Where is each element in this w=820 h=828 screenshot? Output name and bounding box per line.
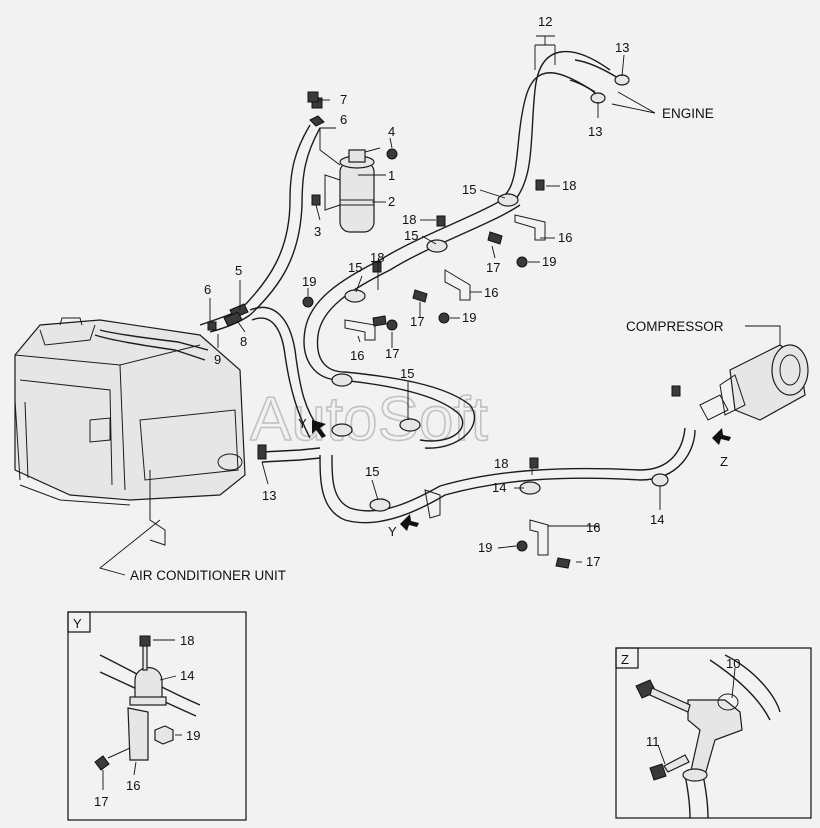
callout: 19 — [302, 274, 316, 289]
callout-numbers: 12 13 13 7 6 4 1 2 3 15 18 18 15 16 17 1… — [94, 14, 740, 809]
callout: 7 — [340, 92, 347, 107]
callout: 17 — [410, 314, 424, 329]
callout: Y — [388, 524, 397, 539]
callout: 17 — [586, 554, 600, 569]
callout: 14 — [492, 480, 506, 495]
callout: 4 — [388, 124, 395, 139]
callout: 14 — [180, 668, 194, 683]
callout: 15 — [348, 260, 362, 275]
callout: 15 — [462, 182, 476, 197]
callout: 16 — [586, 520, 600, 535]
callout: 16 — [126, 778, 140, 793]
callout: 13 — [262, 488, 276, 503]
callout: 9 — [214, 352, 221, 367]
callout: 18 — [562, 178, 576, 193]
callout: 6 — [340, 112, 347, 127]
callout: 19 — [478, 540, 492, 555]
callout: 13 — [588, 124, 602, 139]
callout: 5 — [235, 263, 242, 278]
detail-z-box — [615, 647, 812, 819]
callout: 6 — [204, 282, 211, 297]
callout: 18 — [180, 633, 194, 648]
receiver-drier — [324, 147, 381, 233]
compressor — [699, 344, 809, 421]
callout: 17 — [486, 260, 500, 275]
callout: 3 — [314, 224, 321, 239]
callout: Z — [720, 454, 728, 469]
callout: 12 — [538, 14, 552, 29]
callout: 15 — [404, 228, 418, 243]
clamps — [331, 193, 669, 512]
callout: 13 — [615, 40, 629, 55]
engine-label: ENGINE — [662, 106, 714, 121]
callout: 2 — [388, 194, 395, 209]
watermark-text: AutoSoft — [250, 385, 488, 454]
callout: 17 — [385, 346, 399, 361]
callout: 10 — [726, 656, 740, 671]
callout: 16 — [484, 285, 498, 300]
compressor-label: COMPRESSOR — [626, 319, 724, 334]
callout: 15 — [400, 366, 414, 381]
air-conditioner-unit — [14, 317, 246, 546]
callout: 19 — [542, 254, 556, 269]
air-conditioner-unit-label: AIR CONDITIONER UNIT — [130, 568, 286, 583]
callout: 8 — [240, 334, 247, 349]
leader-lines — [99, 35, 781, 576]
callout: Y — [298, 416, 307, 431]
callout: 15 — [365, 464, 379, 479]
detail-y-tag: Y — [73, 616, 82, 631]
bolts — [207, 74, 731, 569]
callout: 14 — [650, 512, 664, 527]
detail-y-box — [67, 611, 247, 821]
callout: 19 — [186, 728, 200, 743]
callout: 16 — [558, 230, 572, 245]
callout: 19 — [462, 310, 476, 325]
callout: 16 — [350, 348, 364, 363]
detail-z-tag: Z — [621, 652, 629, 667]
callout: 18 — [402, 212, 416, 227]
callout: 1 — [388, 168, 395, 183]
labels: ENGINE COMPRESSOR AIR CONDITIONER UNIT Y… — [73, 106, 724, 667]
callout: 17 — [94, 794, 108, 809]
callout: 18 — [494, 456, 508, 471]
callout: 11 — [646, 734, 660, 749]
callout: 18 — [370, 250, 384, 265]
